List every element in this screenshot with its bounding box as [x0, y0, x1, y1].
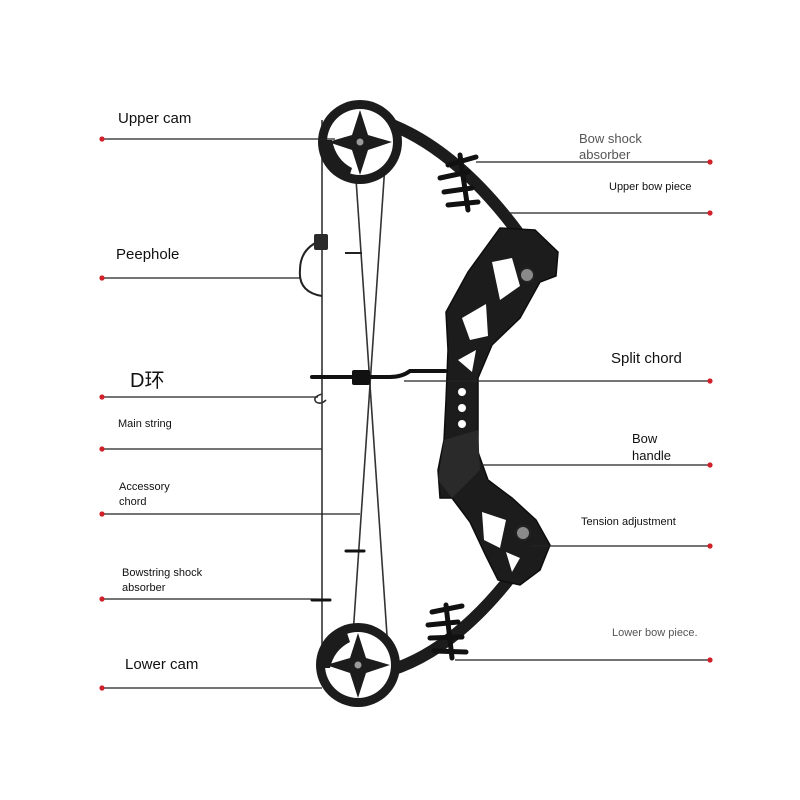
upper-limb-dampers: [437, 152, 481, 213]
lower-limb-dampers: [425, 602, 469, 661]
accessory-string-b: [351, 119, 389, 651]
lower-cam-wheel: [316, 623, 400, 707]
label-upper-cam: Upper cam: [118, 110, 192, 127]
label-tension-adjustment: Tension adjustment: [581, 516, 676, 528]
label-lower-bow-piece: Lower bow piece.: [612, 627, 698, 639]
cable-guard-rod: [310, 369, 447, 379]
peep-sight: [314, 234, 328, 250]
riser-cutouts: [458, 258, 520, 572]
grip: [438, 430, 480, 498]
label-split-chord: Split chord: [611, 350, 682, 367]
upper-tension-bolt: [519, 267, 535, 283]
label-bowstring-shock-line1: Bowstring shock: [122, 567, 203, 579]
label-lower-cam: Lower cam: [125, 656, 199, 673]
lower-tension-bolt: [515, 525, 531, 541]
label-bow-shock-line1: Bow shock: [579, 131, 642, 146]
label-markers: [99, 136, 713, 691]
label-main-string: Main string: [118, 418, 172, 430]
upper-cam-wheel: [318, 100, 402, 184]
string-silencers: [310, 549, 366, 602]
label-bow-handle-line1: Bow: [632, 431, 658, 446]
bow-strings: [321, 119, 389, 680]
peep-sight-tube: [298, 239, 323, 297]
label-bow-handle-line2: handle: [632, 448, 672, 463]
cable-slide: [352, 370, 370, 385]
label-accessory-chord-line1: Accessory: [119, 481, 170, 493]
label-d-ring: D环: [130, 370, 165, 392]
leader-lines-right: [404, 161, 710, 661]
d-ring-loop: [314, 393, 327, 404]
bow-riser: [437, 227, 559, 586]
label-upper-bow-piece: Upper bow piece: [609, 181, 692, 193]
label-accessory-chord-line2: chord: [119, 496, 147, 508]
label-bow-shock-line2: absorber: [579, 147, 631, 162]
label-peephole: Peephole: [116, 246, 180, 263]
label-bowstring-shock-line2: absorber: [122, 582, 166, 594]
leader-lines-left: [104, 138, 360, 689]
